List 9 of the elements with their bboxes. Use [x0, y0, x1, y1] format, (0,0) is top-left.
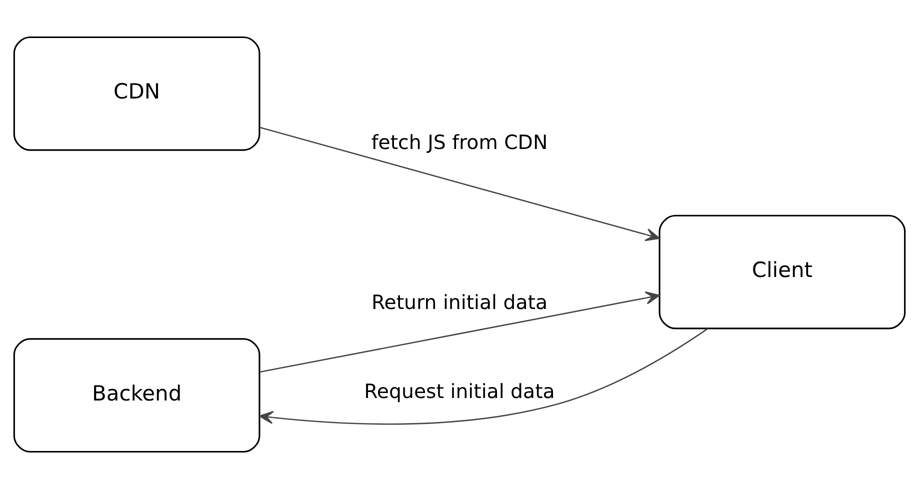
edge-label: fetch JS from CDN	[371, 130, 548, 154]
arrow	[259, 328, 708, 424]
arrow	[260, 126, 660, 241]
node-box: CDN	[13, 36, 260, 150]
edge-label: Return initial data	[371, 290, 548, 314]
node-box: Backend	[13, 338, 260, 452]
node-box: Client	[658, 214, 906, 329]
arrow	[260, 290, 660, 372]
edge-label: Request initial data	[364, 379, 555, 402]
